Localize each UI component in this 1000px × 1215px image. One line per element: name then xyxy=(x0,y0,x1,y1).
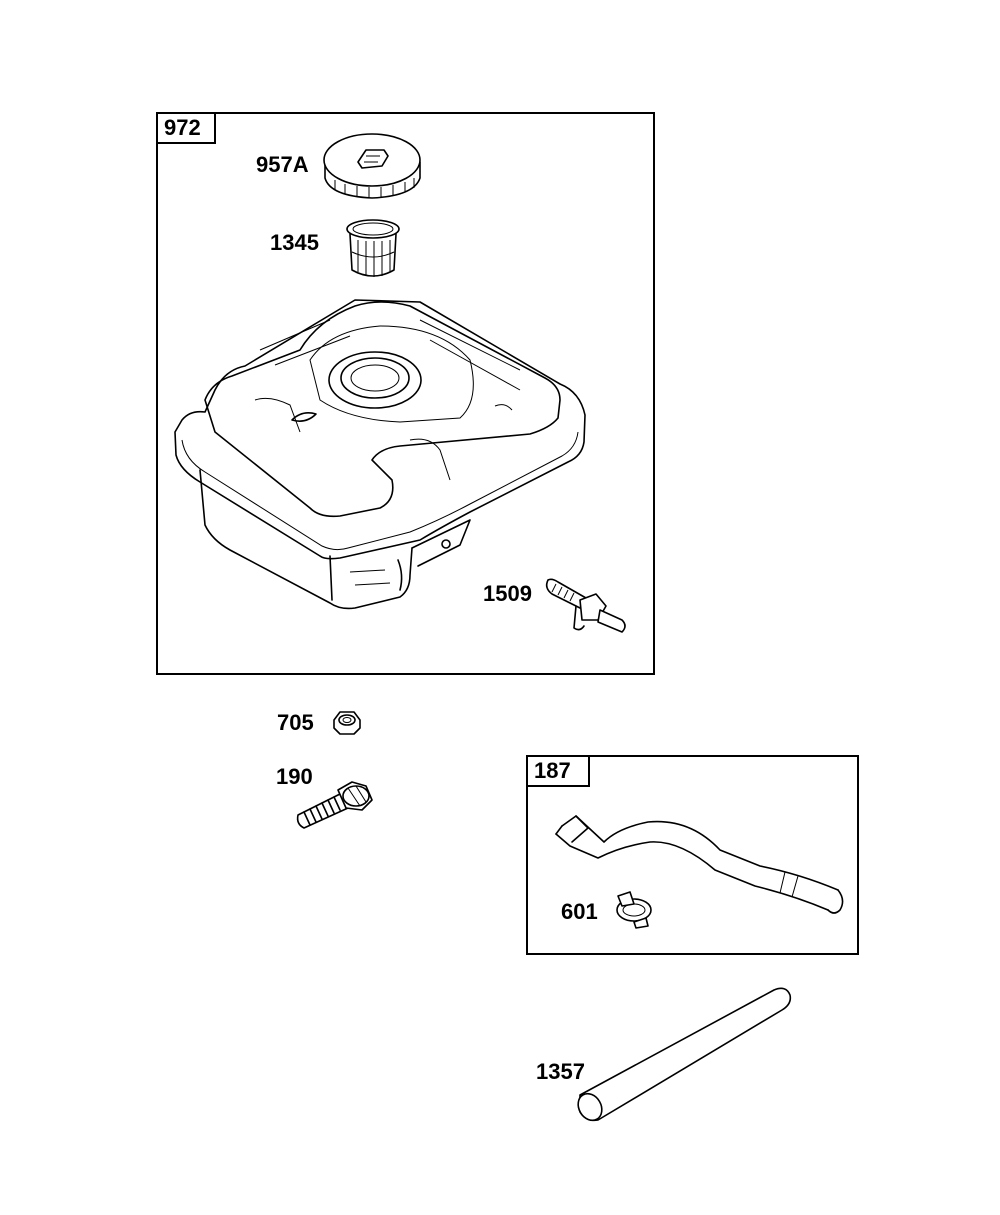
callout-screw: 190 xyxy=(276,764,313,789)
fuel-cap-drawing xyxy=(323,133,421,199)
callout-shutoff-valve: 1509 xyxy=(483,581,532,606)
fuel-line-drawing xyxy=(577,987,792,1122)
fuel-line-kit-number: 187 xyxy=(528,757,590,787)
fuel-tank-kit-number: 972 xyxy=(158,114,216,144)
shutoff-valve-drawing xyxy=(545,578,626,633)
fuel-tank-kit-frame: 972 xyxy=(156,112,655,675)
fuel-tank-drawing xyxy=(174,299,586,610)
callout-fuel-cap: 957A xyxy=(256,152,309,177)
hose-clamp-drawing xyxy=(616,891,652,929)
callout-nut: 705 xyxy=(277,710,314,735)
screw-drawing xyxy=(296,781,373,829)
callout-hose-clamp: 601 xyxy=(561,899,598,924)
nut-drawing xyxy=(333,711,361,735)
fuel-hose-drawing xyxy=(555,815,844,914)
fuel-line-kit-frame: 187 xyxy=(526,755,859,955)
fuel-strainer-drawing xyxy=(346,219,400,277)
callout-fuel-line: 1357 xyxy=(536,1059,585,1084)
callout-fuel-strainer: 1345 xyxy=(270,230,319,255)
